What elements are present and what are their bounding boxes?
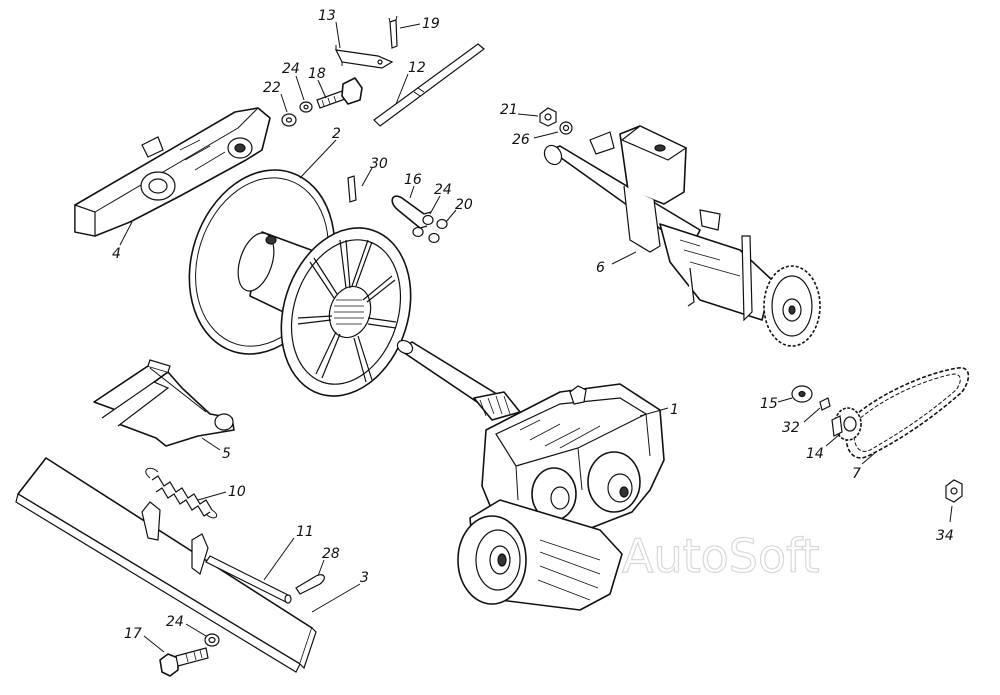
callout-1: 1: [639, 402, 679, 418]
callout-20: 20: [445, 197, 473, 223]
svg-text:21: 21: [500, 102, 518, 118]
callout-26: 26: [512, 131, 559, 148]
svg-text:6: 6: [596, 260, 605, 276]
pin-part-30: [347, 175, 357, 203]
roller-chain-part-7: [845, 367, 970, 459]
rod-part-12: [373, 43, 485, 127]
callout-21: 21: [500, 102, 539, 118]
callout-24-bottom: 24: [166, 614, 207, 637]
svg-text:24: 24: [434, 182, 452, 198]
callout-11: 11: [263, 524, 314, 581]
washer-part-24-bottom: [204, 633, 220, 647]
rod-part-11: [205, 555, 292, 604]
callout-4: 4: [112, 221, 133, 262]
svg-text:17: 17: [124, 626, 142, 642]
nut-part-21: [539, 107, 557, 127]
callout-5: 5: [201, 437, 231, 462]
svg-text:12: 12: [408, 60, 426, 76]
callout-6: 6: [596, 251, 637, 276]
callout-15: 15: [760, 396, 793, 412]
lock-washer-part-24-top: [299, 101, 313, 113]
svg-text:10: 10: [228, 484, 246, 500]
washer-part-22: [281, 113, 297, 127]
callout-19: 19: [399, 16, 440, 32]
svg-text:4: 4: [112, 246, 121, 262]
callout-28: 28: [317, 546, 340, 577]
svg-text:24: 24: [166, 614, 184, 630]
callout-22: 22: [263, 80, 288, 113]
cotter-pin-part-28: [295, 574, 325, 595]
svg-text:28: 28: [322, 546, 340, 562]
bolt-part-18: [316, 77, 363, 109]
nut-part-20: [412, 218, 448, 238]
shaft-assembly-part-6: [543, 125, 821, 347]
svg-text:5: 5: [222, 446, 231, 462]
svg-text:2: 2: [332, 126, 341, 142]
pin-part-19: [388, 15, 398, 49]
callout-24-top: 24: [282, 61, 305, 101]
sprocket-part-14: [831, 407, 862, 441]
svg-text:15: 15: [760, 396, 778, 412]
svg-text:14: 14: [806, 446, 824, 462]
callout-17: 17: [124, 626, 165, 653]
gearbox-part-1: [396, 339, 665, 611]
svg-text:13: 13: [318, 8, 336, 24]
svg-text:20: 20: [455, 197, 473, 213]
svg-text:26: 26: [512, 132, 530, 148]
svg-text:32: 32: [782, 420, 800, 436]
callout-14: 14: [806, 433, 841, 462]
svg-text:19: 19: [422, 16, 440, 32]
key-part-32: [819, 397, 831, 411]
svg-text:22: 22: [263, 80, 281, 96]
svg-text:7: 7: [852, 466, 861, 482]
frame-bracket-part-5: [93, 359, 235, 447]
cable-drum-part-2: [188, 169, 412, 397]
callout-2: 2: [299, 126, 341, 179]
svg-text:1: 1: [670, 402, 679, 418]
angle-beam-part-3: [15, 457, 317, 673]
callout-34: 34: [936, 505, 954, 544]
springs-part-10: [145, 467, 218, 519]
u-bolt-part-16: [391, 195, 432, 229]
watermark: AutoSoft: [622, 529, 820, 583]
plate-part-13: [334, 45, 394, 69]
svg-text:24: 24: [282, 61, 300, 77]
callout-24-mid: 24: [429, 182, 452, 215]
callout-16: 16: [404, 172, 422, 199]
svg-text:34: 34: [936, 528, 954, 544]
callout-10: 10: [197, 484, 246, 501]
washer-part-26: [559, 121, 573, 135]
callout-30: 30: [361, 156, 388, 187]
callout-13: 13: [318, 8, 341, 49]
nut-part-24-mid: [422, 214, 440, 244]
callout-12: 12: [395, 60, 426, 105]
callout-32: 32: [782, 407, 821, 436]
nut-part-34: [945, 479, 963, 503]
svg-text:3: 3: [360, 570, 369, 586]
callout-18: 18: [308, 66, 327, 99]
callout-3: 3: [311, 570, 369, 613]
arm-bracket-part-4: [74, 107, 271, 237]
svg-text:16: 16: [404, 172, 422, 188]
callout-7: 7: [852, 451, 877, 482]
washer-part-15: [791, 385, 813, 403]
svg-text:30: 30: [370, 156, 388, 172]
bolt-part-17: [159, 647, 209, 677]
svg-text:11: 11: [296, 524, 314, 540]
svg-text:18: 18: [308, 66, 326, 82]
